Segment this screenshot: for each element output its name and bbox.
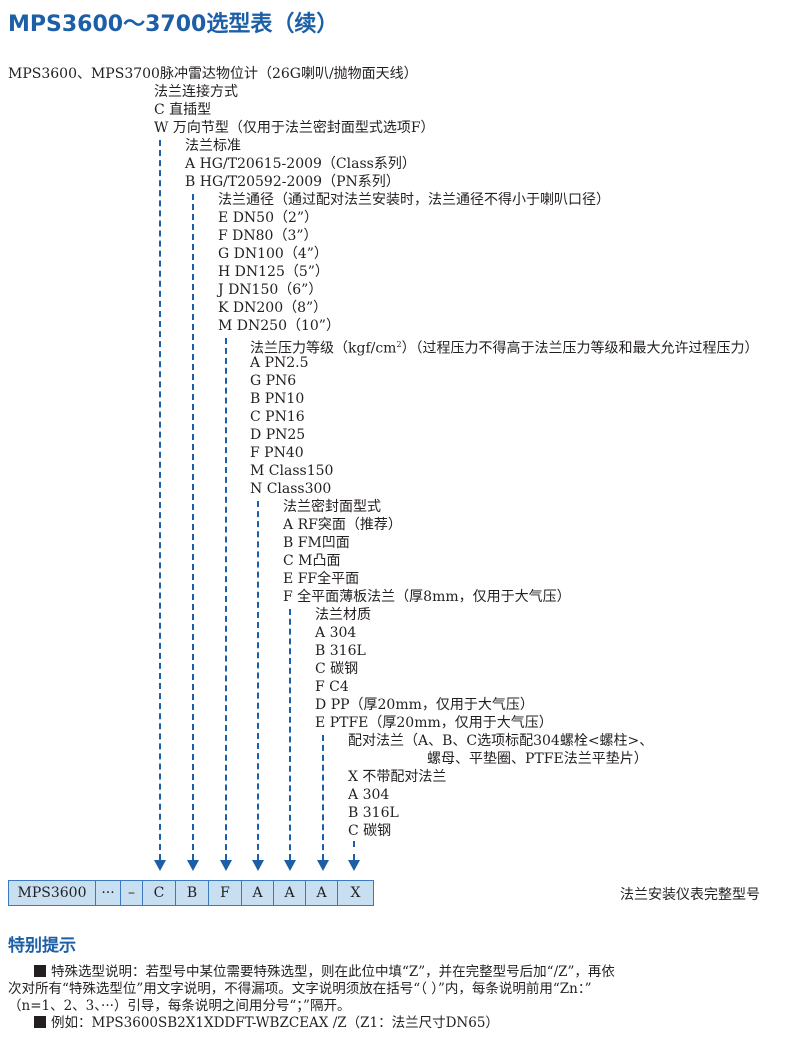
option-diameter-h: H DN125（5”）: [218, 264, 329, 280]
arrow-down-icon: [154, 860, 166, 871]
model-cell-pressure: A: [242, 881, 274, 905]
product-line-heading: MPS3600、MPS3700脉冲雷达物位计（26G喇叭/抛物面天线）: [8, 66, 418, 82]
model-code-row: MPS3600 ··· – C B F A A A X: [8, 880, 374, 906]
group-heading-mating-flange: 配对法兰（A、B、C选项标配304螺栓<螺柱>、: [348, 733, 654, 749]
option-diameter-j: J DN150（6”）: [218, 282, 323, 298]
arrow-down-icon: [348, 860, 360, 871]
option-connection-w: W 万向节型（仅用于法兰密封面型式选项F）: [154, 120, 435, 136]
option-material-e: E PTFE（厚20mm，仅用于大气压）: [315, 715, 553, 731]
option-mating-a: A 304: [348, 787, 390, 803]
option-pressure-n: N Class300: [250, 481, 332, 497]
model-cell-ellipsis: ···: [96, 881, 121, 905]
option-mating-b: B 316L: [348, 805, 399, 821]
group-heading-standard: 法兰标准: [185, 138, 241, 154]
option-mating-x: X 不带配对法兰: [348, 769, 447, 785]
option-diameter-e: E DN50（2”）: [218, 210, 319, 226]
model-cell-connection: C: [143, 881, 176, 905]
model-cell-standard: B: [176, 881, 209, 905]
option-connection-c: C 直插型: [154, 102, 212, 118]
option-material-c: C 碳钢: [315, 661, 359, 677]
connector-line-connection: [159, 140, 161, 860]
arrow-down-icon: [284, 860, 296, 871]
model-cell-diameter: F: [209, 881, 242, 905]
model-cell-sealing: A: [274, 881, 306, 905]
group-heading-sealing: 法兰密封面型式: [283, 499, 381, 515]
option-material-d: D PP（厚20mm，仅用于大气压）: [315, 697, 534, 713]
option-diameter-k: K DN200（8”）: [218, 300, 328, 316]
group-heading-diameter: 法兰通径（通过配对法兰安装时，法兰通径不得小于喇叭口径）: [218, 192, 610, 208]
connector-line-sealing: [289, 609, 291, 860]
connector-line-mating-flange: [353, 841, 355, 860]
model-cell-material: A: [306, 881, 338, 905]
full-model-label: 法兰安装仪表完整型号: [620, 887, 760, 903]
option-sealing-a: A RF突面（推荐）: [283, 517, 402, 533]
option-diameter-f: F DN80（3”）: [218, 228, 318, 244]
notes-example: 例如：MPS3600SB2X1XDDFT-WBZCEAX /Z（Z1：法兰尺寸D…: [51, 1015, 499, 1031]
option-mating-c: C 碳钢: [348, 823, 392, 839]
connector-line-pressure: [257, 501, 259, 860]
model-cell-dash: –: [121, 881, 143, 905]
option-material-a: A 304: [315, 625, 357, 641]
option-pressure-d: D PN25: [250, 427, 306, 443]
option-pressure-a: A PN2.5: [250, 355, 309, 371]
option-sealing-b: B FM凹面: [283, 535, 350, 551]
connector-line-diameter: [225, 338, 227, 860]
notes-special: 特殊选型说明：若型号中某位需要特殊选型，则在此位中填“Z”，并在完整型号后加“/…: [8, 964, 615, 1031]
option-sealing-c: C M凸面: [283, 553, 341, 569]
option-pressure-f: F PN40: [250, 445, 304, 461]
model-cell-base: MPS3600: [9, 881, 96, 905]
square-bullet-icon: [34, 965, 46, 977]
option-pressure-m: M Class150: [250, 463, 334, 479]
option-sealing-f: F 全平面薄板法兰（厚8mm，仅用于大气压）: [283, 589, 571, 605]
arrow-down-icon: [252, 860, 264, 871]
group-heading-material: 法兰材质: [315, 607, 371, 623]
group-heading-pressure: 法兰压力等级（kgf/cm2）（过程压力不得高于法兰压力等级和最大允许过程压力）: [250, 340, 759, 357]
option-diameter-m: M DN250（10”）: [218, 318, 340, 334]
connector-line-standard: [192, 194, 194, 860]
connector-line-material: [322, 735, 324, 860]
model-cell-mating-flange: X: [338, 881, 373, 905]
option-pressure-b: B PN10: [250, 391, 305, 407]
group-heading-connection: 法兰连接方式: [154, 84, 238, 100]
option-standard-b: B HG/T20592-2009（PN系列）: [185, 174, 400, 190]
option-sealing-e: E FF全平面: [283, 571, 360, 587]
arrow-down-icon: [187, 860, 199, 871]
notes-title: 特别提示: [8, 936, 76, 956]
square-bullet-icon: [34, 1016, 46, 1028]
arrow-down-icon: [317, 860, 329, 871]
group-heading-mating-flange-cont: 螺母、平垫圈、PTFE法兰平垫片）: [427, 751, 648, 767]
option-diameter-g: G DN100（4”）: [218, 246, 328, 262]
arrow-down-icon: [220, 860, 232, 871]
page-title: MPS3600～3700选型表（续）: [8, 12, 339, 37]
option-material-f: F C4: [315, 679, 349, 695]
option-standard-a: A HG/T20615-2009（Class系列）: [185, 156, 416, 172]
option-material-b: B 316L: [315, 643, 366, 659]
option-pressure-g: G PN6: [250, 373, 297, 389]
option-pressure-c: C PN16: [250, 409, 305, 425]
